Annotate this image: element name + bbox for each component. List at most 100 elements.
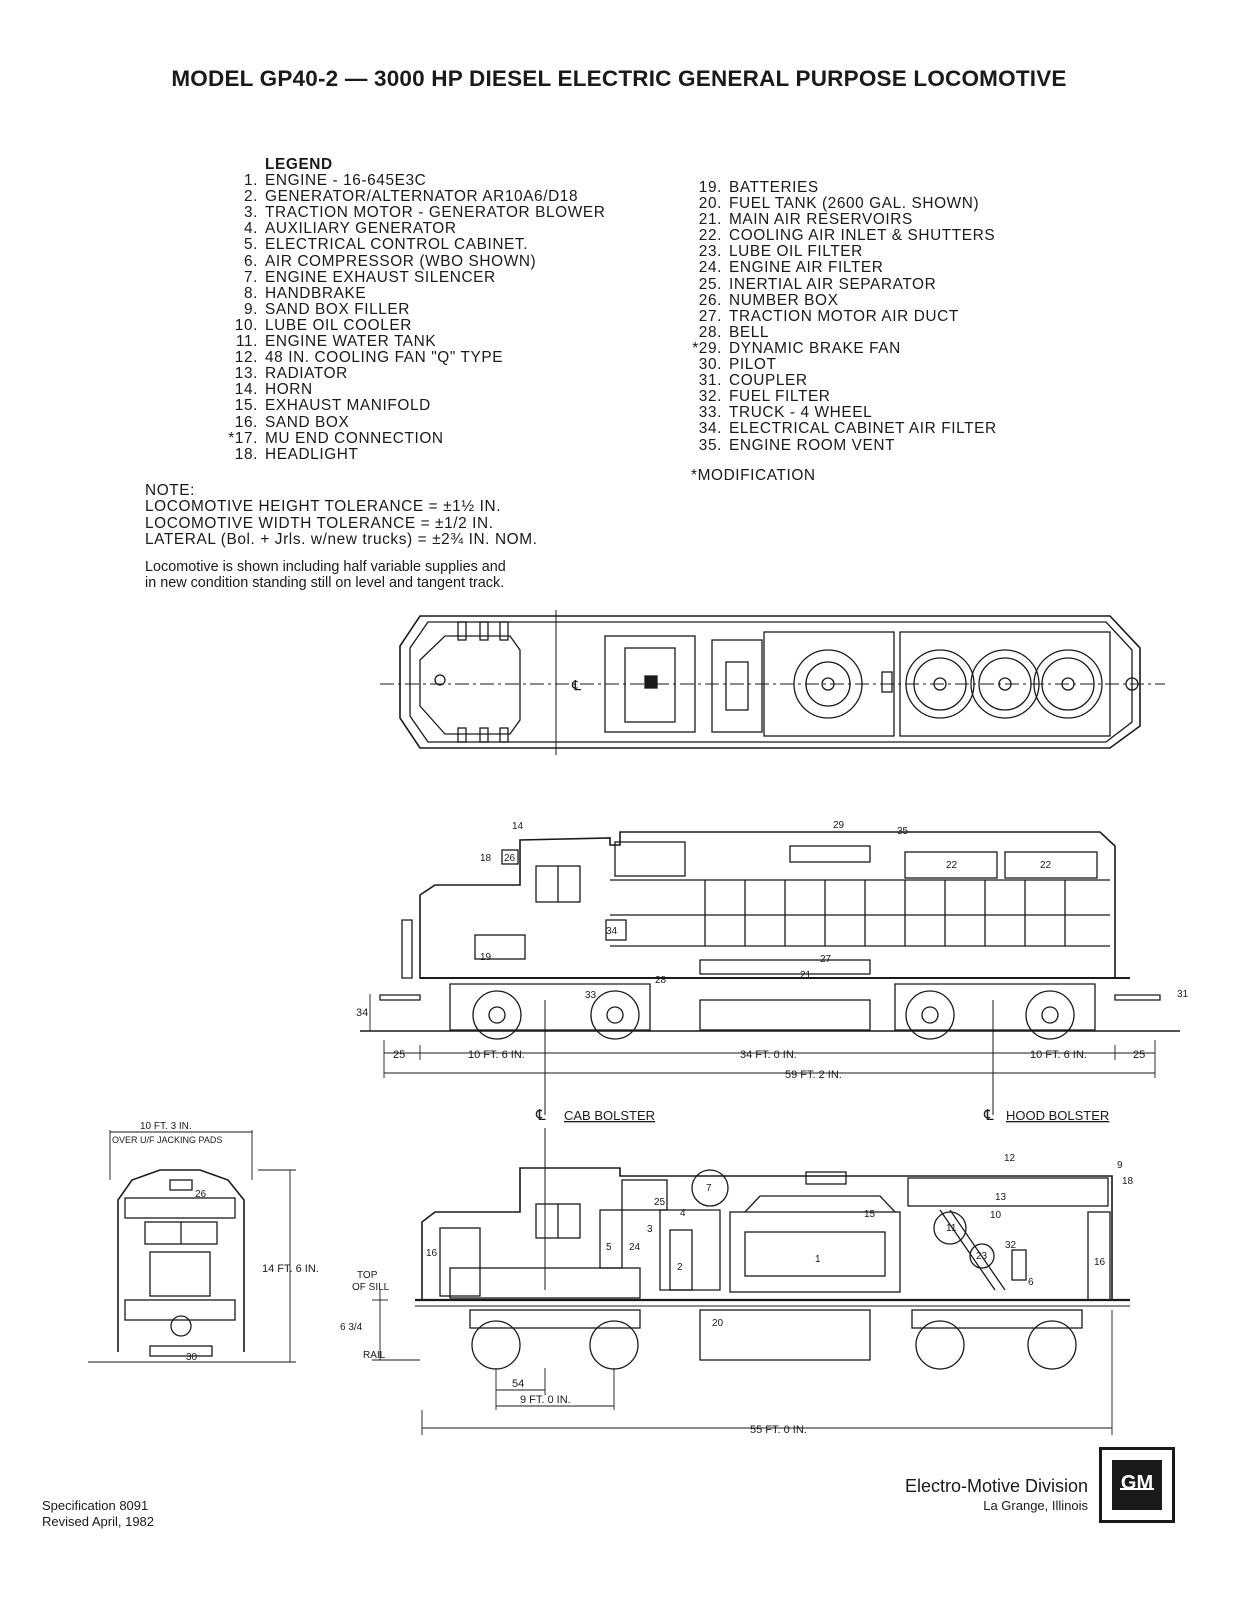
- legend-item: 19.BATTERIES: [688, 179, 997, 196]
- callout: 26: [504, 853, 516, 864]
- callout: 18: [480, 853, 492, 864]
- legend-item-label: GENERATOR/ALTERNATOR AR10A6/D18: [265, 188, 579, 206]
- legend-item-label: DYNAMIC BRAKE FAN: [729, 339, 901, 357]
- legend-item: 35. ENGINE ROOM VENT: [688, 436, 997, 454]
- legend-item: 24.ENGINE AIR FILTER: [688, 260, 997, 276]
- condition-note: Locomotive is shown including half varia…: [145, 559, 506, 591]
- division-info: Electro-Motive Division La Grange, Illin…: [905, 1476, 1088, 1513]
- callout: 5: [606, 1242, 612, 1253]
- legend-item: 12. 48 IN. COOLING FAN "Q" TYPE: [224, 350, 605, 366]
- legend-item-number: *17.: [228, 429, 258, 447]
- legend-item: 32.FUEL FILTER: [688, 389, 997, 405]
- legend-item-label: TRACTION MOTOR AIR DUCT: [729, 307, 959, 325]
- callout: 24: [629, 1242, 641, 1253]
- division-city: La Grange, Illinois: [983, 1498, 1088, 1513]
- dim-10-6-left: 10 FT. 6 IN.: [468, 1049, 525, 1061]
- cutaway-callouts: 12 9 18 13 7 25 4 3 15 10 11 23 32 6 16 …: [426, 1153, 1134, 1329]
- callout: 13: [995, 1192, 1007, 1203]
- side-elevation-view: [360, 831, 1180, 1115]
- legend-item-label: LUBE OIL COOLER: [265, 316, 412, 334]
- callout: 12: [1004, 1153, 1016, 1164]
- legend-item: 30.PILOT: [688, 356, 997, 374]
- top-of-sill-label: OF SILL: [352, 1282, 390, 1293]
- legend-item-number: 5.: [243, 236, 258, 254]
- legend-item-number: 35.: [698, 436, 722, 454]
- callout: 32: [1005, 1240, 1017, 1251]
- legend-heading: LEGEND: [265, 156, 333, 173]
- legend-item-label: SAND BOX FILLER: [265, 300, 410, 318]
- legend-item-label: 48 IN. COOLING FAN "Q" TYPE: [265, 349, 504, 367]
- legend-item: *29.DYNAMIC BRAKE FAN: [688, 339, 997, 357]
- callout: 2: [677, 1262, 683, 1273]
- spec-number: Specification 8091: [42, 1498, 149, 1513]
- legend-item-label: ELECTRICAL CONTROL CABINET.: [265, 236, 529, 254]
- legend-item-number: 11.: [235, 333, 258, 351]
- legend-item-number: 25.: [698, 275, 722, 293]
- legend-item-label: ENGINE - 16-645E3C: [265, 172, 427, 190]
- legend-item-label: LUBE OIL FILTER: [729, 243, 863, 261]
- centerline-mark-hood: ℄: [983, 1107, 994, 1124]
- legend-item-number: 30.: [698, 356, 722, 374]
- legend-item-number: 14.: [234, 381, 258, 399]
- legend-item: 6.AIR COMPRESSOR (WBO SHOWN): [224, 252, 605, 270]
- legend-item-label: HORN: [265, 381, 313, 399]
- spec-info: Specification 8091 Revised April, 1982: [42, 1498, 154, 1529]
- callout: 23: [976, 1251, 988, 1262]
- callout: 16: [426, 1248, 438, 1259]
- callout: 19: [480, 952, 492, 963]
- legend-item-number: 24.: [698, 259, 722, 277]
- legend-item-label: MAIN AIR RESERVOIRS: [729, 211, 913, 229]
- legend-item: 7.ENGINE EXHAUST SILENCER: [224, 268, 605, 286]
- callout: 27: [820, 954, 832, 965]
- legend-item-number: 18.: [234, 445, 258, 463]
- legend-item: 21.MAIN AIR RESERVOIRS: [688, 212, 997, 228]
- callout: 21: [800, 970, 812, 981]
- centerline-mark-top: ℄: [571, 677, 581, 693]
- note-line: LATERAL (Bol. + Jrls. w/new trucks) = ±2…: [145, 531, 538, 549]
- legend-item-number: 3.: [243, 204, 258, 222]
- callout: 16: [1094, 1257, 1106, 1268]
- legend-item: 15.EXHAUST MANIFOLD: [224, 398, 605, 414]
- legend-item-number: 6.: [243, 252, 258, 270]
- dim-54: 54: [512, 1378, 524, 1390]
- page-title: MODEL GP40-2 — 3000 HP DIESEL ELECTRIC G…: [171, 66, 1067, 91]
- condition-line: in new condition standing still on level…: [145, 575, 505, 591]
- condition-line: Locomotive is shown including half varia…: [145, 559, 506, 575]
- legend-item-number: 10.: [234, 316, 258, 334]
- legend-item: 14. HORN: [224, 382, 605, 398]
- legend-item-number: 28.: [698, 323, 722, 341]
- legend-item: 3.TRACTION MOTOR - GENERATOR BLOWER: [224, 205, 605, 221]
- legend-item-number: 33.: [698, 404, 722, 422]
- legend-item-label: SAND BOX: [265, 413, 350, 431]
- legend-item-label: HEADLIGHT: [265, 445, 359, 463]
- callout: 11: [946, 1223, 957, 1234]
- legend-item: 18. HEADLIGHT: [224, 445, 605, 463]
- dim-6-3-4: 6 3/4: [340, 1322, 363, 1333]
- side-callouts: 14 18 26 29 35 22 22 34 19 21 27 28 33 3…: [480, 820, 1189, 1001]
- callout: 6: [1028, 1277, 1034, 1288]
- dim-25-right: 25: [1133, 1049, 1145, 1061]
- legend-item-label: MU END CONNECTION: [265, 429, 444, 447]
- dim-55-0: 55 FT. 0 IN.: [750, 1424, 807, 1436]
- legend-item: 8.HANDBRAKE: [224, 285, 605, 302]
- legend-item-number: 7.: [243, 268, 258, 286]
- legend-item: 33.TRUCK - 4 WHEEL: [688, 405, 997, 421]
- callout: 29: [833, 820, 845, 831]
- top-of-sill-label: TOP: [357, 1270, 378, 1281]
- note-line: LOCOMOTIVE WIDTH TOLERANCE = ±1/2 IN.: [145, 514, 494, 532]
- legend-item-label: ENGINE WATER TANK: [265, 333, 437, 351]
- legend-item-number: 12.: [234, 349, 258, 367]
- legend-item-label: ENGINE ROOM VENT: [729, 436, 896, 454]
- legend-item-label: BELL: [729, 323, 770, 341]
- callout: 7: [706, 1183, 712, 1194]
- legend-item-label: COUPLER: [729, 372, 808, 390]
- gm-logo-mark: GM: [1112, 1460, 1162, 1510]
- legend-item-label: ELECTRICAL CABINET AIR FILTER: [729, 420, 997, 438]
- dim-59-2: 59 FT. 2 IN.: [785, 1069, 842, 1081]
- revision-date: Revised April, 1982: [42, 1513, 155, 1529]
- callout: 22: [1040, 860, 1052, 871]
- callout: 28: [655, 975, 667, 986]
